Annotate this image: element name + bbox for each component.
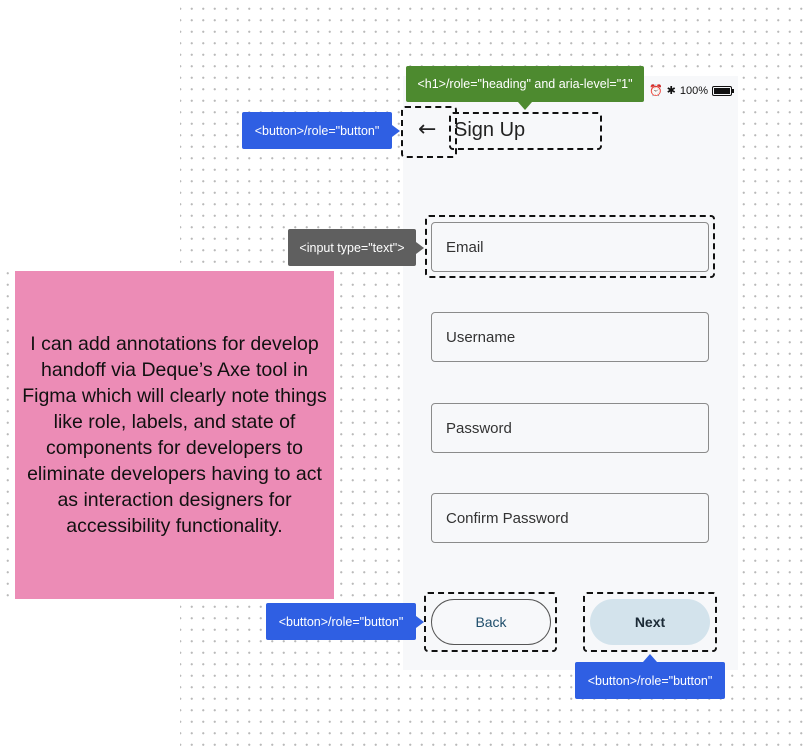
annotation-outline-email [425,215,715,278]
annotation-outline-next-button [583,592,717,652]
sticky-note-text: I can add annotations for develop handof… [22,333,327,537]
back-arrow-button[interactable]: ← [418,117,437,142]
annotation-tag-back-button[interactable]: <button>/role="button" [266,603,424,640]
page-title: Sign Up [454,119,526,141]
status-bar: ⏰ ✱ 100% [648,84,734,97]
annotation-tag-next-button[interactable]: <button>/role="button" [575,654,725,699]
next-button[interactable]: Next [590,599,710,645]
annotation-outline-back-button [424,592,557,652]
email-field[interactable]: Email [431,222,709,272]
battery-percent: 100% [679,84,708,97]
annotation-outline-back-arrow [401,106,457,158]
phone-screen: ⏰ ✱ 100% [403,76,738,670]
bluetooth-icon: ✱ [666,85,676,97]
battery-icon [712,85,734,96]
annotation-tag-heading[interactable]: <h1>/role="heading" and aria-level="1" [406,66,644,110]
confirm-password-field[interactable]: Confirm Password [431,493,709,543]
email-field-label: Email [446,238,484,256]
annotation-tag-back-arrow-button[interactable]: <button>/role="button" [242,112,400,149]
annotation-tag-email-input[interactable]: <input type="text"> [288,229,424,266]
back-button[interactable]: Back [431,599,551,645]
confirm-password-field-label: Confirm Password [446,509,569,527]
password-field-label: Password [446,419,512,437]
password-field[interactable]: Password [431,403,709,453]
username-field[interactable]: Username [431,312,709,362]
canvas-blank-area [0,600,180,755]
username-field-label: Username [446,328,516,346]
sticky-note[interactable]: I can add annotations for develop handof… [15,271,334,599]
alarm-icon: ⏰ [648,85,663,97]
canvas-blank-area [0,0,180,270]
annotation-outline-heading [449,112,602,150]
